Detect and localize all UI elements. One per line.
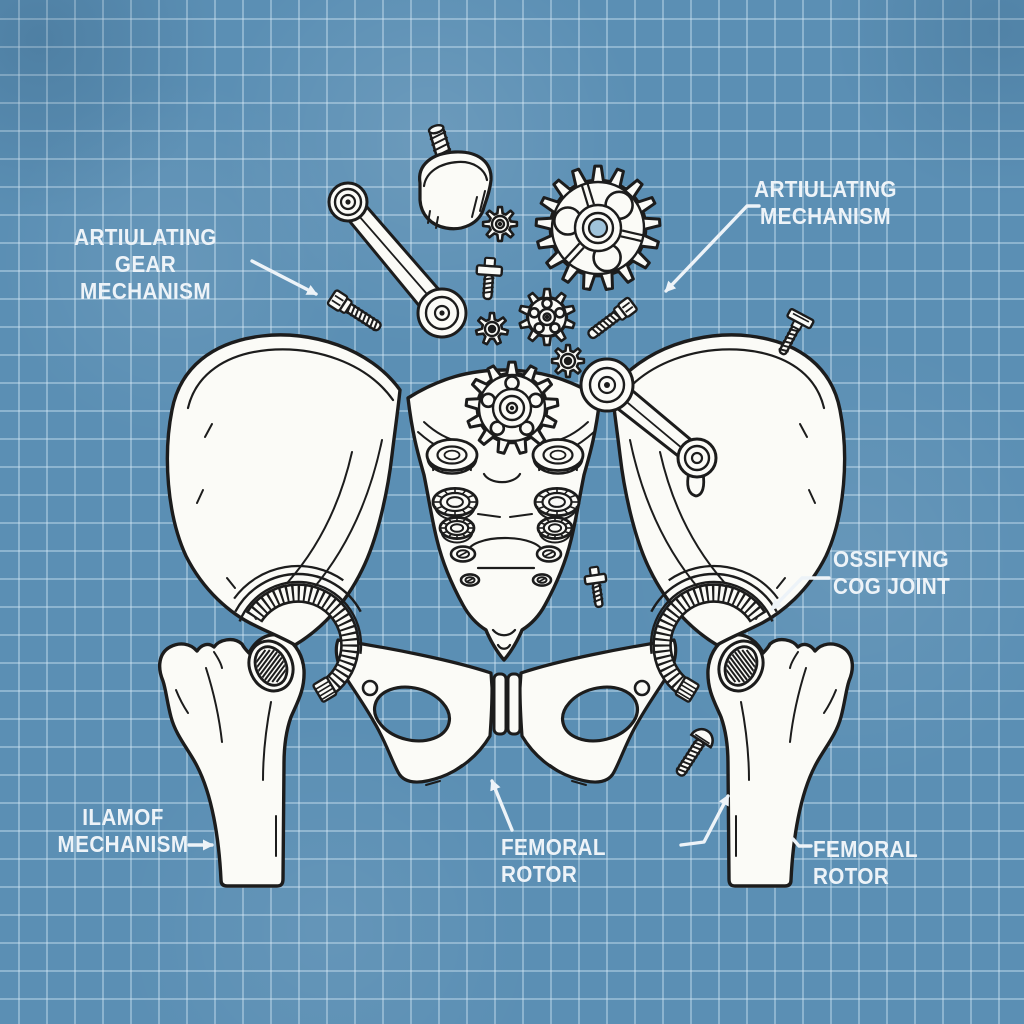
label-femoral-rotor-right: FEMORAL ROTOR bbox=[813, 836, 993, 890]
pelvis-left-half bbox=[157, 333, 494, 888]
small-cog-2 bbox=[474, 311, 510, 346]
arrow-femoral-rotor-center-2 bbox=[679, 794, 730, 847]
label-femoral-rotor-center: FEMORAL ROTOR bbox=[501, 834, 681, 888]
symphysis-block bbox=[492, 672, 522, 736]
small-cog-1 bbox=[481, 205, 519, 243]
sacral-rivet bbox=[533, 486, 581, 521]
label-line: COG JOINT bbox=[833, 573, 951, 599]
tee-bolt-lower bbox=[583, 565, 608, 609]
sacral-rivet bbox=[425, 438, 479, 475]
flat-screw-crest bbox=[778, 308, 815, 356]
tee-bolt-upper bbox=[475, 256, 504, 301]
femoral-head-bearing bbox=[247, 639, 295, 693]
label-ilamof-mechanism: ILAMOF MECHANISM bbox=[42, 804, 204, 858]
sacral-rivet bbox=[449, 545, 477, 563]
arrow-articulating-gear-mechanism bbox=[250, 259, 318, 296]
label-line: ARTIULATING bbox=[74, 224, 217, 250]
medium-cog bbox=[518, 287, 576, 347]
label-line: MECHANISM bbox=[760, 203, 891, 229]
pubic-pin-hole bbox=[361, 679, 379, 697]
label-line: FEMORAL ROTOR bbox=[813, 836, 918, 889]
label-articulating-mechanism: ARTIULATING MECHANISM bbox=[742, 176, 909, 230]
label-line: FEMORAL ROTOR bbox=[501, 834, 606, 887]
label-line: MECHANISM bbox=[57, 831, 189, 857]
label-line: OSSIFYING bbox=[833, 546, 949, 572]
loose-screws bbox=[326, 256, 815, 777]
hex-bolt-left bbox=[326, 289, 382, 332]
arrow-ossifying-cog-joint bbox=[770, 576, 831, 611]
connecting-rod-left bbox=[327, 181, 468, 339]
gear-cluster bbox=[474, 164, 662, 379]
round-screw-lower bbox=[675, 727, 714, 777]
sacral-rivet bbox=[531, 438, 585, 475]
sacral-rivet bbox=[531, 573, 553, 587]
thumb-knob bbox=[418, 124, 493, 231]
tick-femoral-rotor-right bbox=[791, 837, 813, 848]
sacral-gear bbox=[464, 360, 560, 455]
connecting-rod-right bbox=[579, 357, 718, 498]
sacral-rivet bbox=[459, 573, 481, 587]
hip-cog-ring bbox=[233, 564, 363, 703]
label-articulating-gear-mechanism: ARTIULATING GEAR MECHANISM bbox=[49, 224, 243, 305]
sacral-rivet bbox=[536, 516, 574, 544]
arrow-articulating-mechanism bbox=[664, 204, 761, 293]
hex-bolt-right bbox=[587, 296, 638, 340]
label-line: ILAMOF bbox=[82, 804, 164, 830]
label-line: GEAR MECHANISM bbox=[80, 251, 211, 304]
small-cog-3 bbox=[550, 343, 586, 379]
label-ossifying-cog-joint: OSSIFYING COG JOINT bbox=[833, 546, 986, 600]
leader-arrows bbox=[187, 204, 831, 851]
sacral-rivet bbox=[535, 545, 563, 563]
sacral-rivet bbox=[438, 516, 476, 544]
arrow-femoral-rotor-center-1 bbox=[490, 779, 514, 832]
sacrum bbox=[406, 368, 602, 662]
large-gear bbox=[534, 164, 662, 291]
label-line: ARTIULATING bbox=[754, 176, 897, 202]
sacral-rivet bbox=[431, 486, 479, 521]
